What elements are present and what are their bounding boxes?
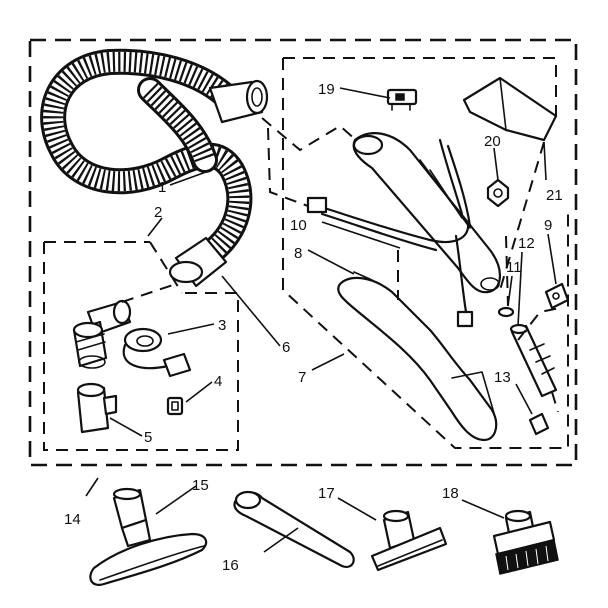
floor-tool-part-15 [89,487,208,586]
swivel-kit-boundary-2 [43,241,239,451]
clip-part-4 [166,396,184,416]
clip-part-9 [544,282,570,310]
handle-lower-part-8 [337,271,498,442]
assembly-boundary-14 [28,38,578,467]
handle-cover-part-21 [462,76,558,142]
label-17: 17 [318,485,335,502]
label-12: 12 [518,235,535,252]
label-9: 9 [544,217,552,234]
hose-part-1 [40,48,269,288]
tube-part-12 [509,323,558,398]
label-4: 4 [214,373,222,390]
label-15: 15 [192,477,209,494]
assembly-guides [121,117,561,413]
label-16: 16 [222,557,239,574]
label-1: 1 [158,179,166,196]
label-10: 10 [290,217,307,234]
label-18: 18 [442,485,459,502]
ring-part-11 [497,306,515,318]
label-20: 20 [484,133,501,150]
label-6: 6 [282,339,290,356]
dusting-brush-part-18 [492,509,559,575]
cord-part-3 [122,327,192,378]
label-7: 7 [298,369,306,386]
handle-upper-part-10 [306,132,501,328]
label-5: 5 [144,429,152,446]
switch-part-19 [386,88,418,111]
label-2: 2 [154,204,162,221]
label-21: 21 [546,187,563,204]
swivel-connector [72,299,132,369]
label-3: 3 [218,317,226,334]
crevice-tool-part-16 [233,490,355,568]
handle-assembly-boundary-7 [282,57,569,449]
upholstery-tool-part-17 [370,509,448,572]
label-11: 11 [506,259,522,276]
label-19: 19 [318,81,335,98]
canister-part-5 [76,382,118,434]
end-cap-part-13 [528,412,550,436]
label-14: 14 [64,511,81,528]
part-labels: 1 2 3 4 5 6 7 8 9 10 11 12 13 14 15 16 1… [64,81,563,574]
label-8: 8 [294,245,302,262]
label-13: 13 [494,369,511,386]
nut-part-20 [486,178,510,208]
leader-lines [85,87,557,553]
